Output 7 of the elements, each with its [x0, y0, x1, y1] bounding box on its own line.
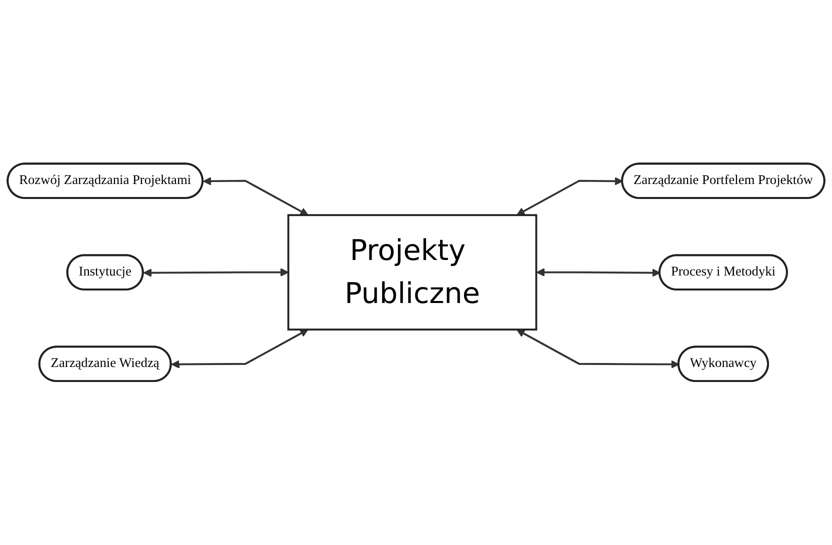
arrow	[143, 268, 289, 278]
node-box: Projekty Publiczne	[287, 214, 538, 331]
arrow	[516, 330, 680, 369]
arrow	[516, 177, 623, 216]
arrow	[171, 329, 308, 369]
arrow	[536, 268, 660, 278]
arrow	[202, 177, 308, 216]
